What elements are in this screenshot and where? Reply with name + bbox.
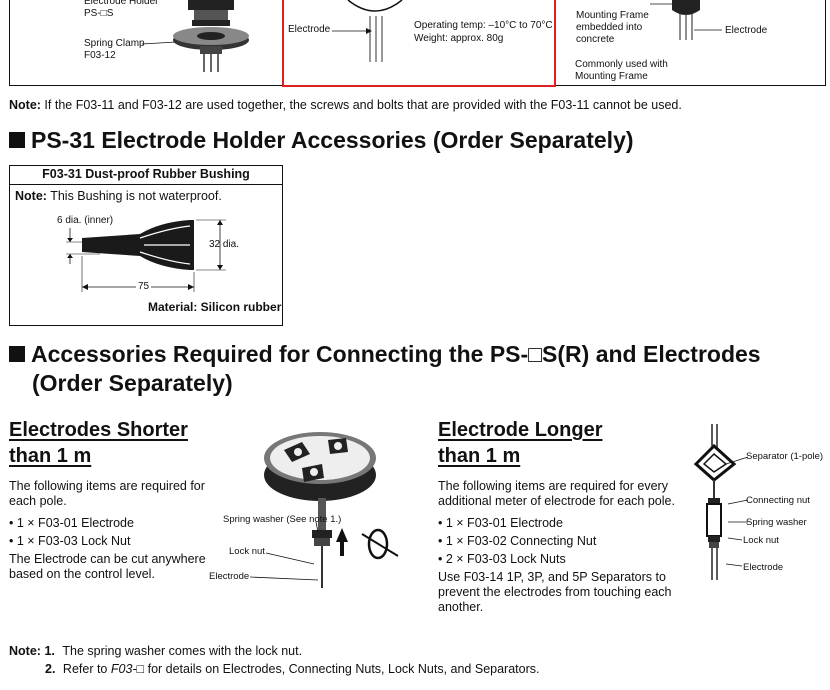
clamp-leader-line: [141, 41, 177, 45]
footnote-2-number: 2.: [45, 662, 56, 676]
note-text: If the F03-11 and F03-12 are used togeth…: [40, 98, 682, 112]
middle-highlight-box: [282, 0, 556, 87]
footnote-2: 2. Refer to F03-□ for details on Electro…: [9, 662, 824, 677]
footnote-2-post: for details on Electrodes, Connecting Nu…: [144, 662, 540, 676]
mounting-frame-line3: concrete: [576, 34, 615, 45]
fig-lock-nut-label: Lock nut: [229, 546, 265, 557]
electrode-holder-illustration: [173, 0, 249, 72]
bushing-note-prefix: Note:: [15, 189, 47, 203]
footnotes: Note: 1. The spring washer comes with th…: [9, 644, 824, 677]
clamp-label-line1: Spring Clamp: [84, 38, 145, 49]
footnote-2-pre: Refer to: [62, 662, 111, 676]
longer-column: Electrode Longer than 1 m The following …: [438, 417, 688, 615]
longer-illustration: [693, 424, 737, 580]
dim-length-label: 75: [136, 281, 152, 293]
shorter-item: 1 × F03-03 Lock Nut: [9, 532, 209, 550]
dim-inner-label: 6 dia. (inner): [57, 215, 114, 226]
holder-label: Electrode Holder PS-□S: [84, 0, 158, 20]
dim-outer-label: 32 dia.: [209, 239, 240, 250]
shorter-column: Electrodes Shorter than 1 m The followin…: [9, 417, 209, 582]
shorter-footer: The Electrode can be cut anywhere based …: [9, 552, 206, 581]
f03-11-note: Note: If the F03-11 and F03-12 are used …: [9, 98, 824, 113]
bushing-material: Material: Silicon rubber: [148, 300, 282, 314]
clamp-label-line2: F03-12: [84, 50, 116, 61]
bushing-drawing: [66, 219, 226, 292]
mounting-frame-illustration: [650, 0, 722, 40]
middle-electrode-label: Electrode: [288, 24, 331, 35]
holder-label-line1: Electrode Holder: [84, 0, 159, 7]
bushing-title-row: F03-31 Dust-proof Rubber Bushing: [9, 165, 283, 185]
mounting-frame-line1: Mounting Frame: [576, 10, 649, 21]
bushing-box: [9, 165, 283, 326]
right-electrode-label: Electrode: [725, 25, 768, 36]
footnote-label: Note:: [9, 644, 41, 658]
note-prefix: Note:: [9, 98, 41, 112]
shorter-title-line1: Electrodes Shorter: [9, 419, 188, 441]
fig-longer-spring-washer-label: Spring washer: [746, 517, 807, 528]
longer-footer: Use F03-14 1P, 3P, and 5P Separators to …: [438, 570, 672, 614]
longer-title-line1: Electrode Longer: [438, 419, 603, 441]
section2-heading-line1: Accessories Required for Connecting the …: [31, 341, 761, 367]
bushing-title: F03-31 Dust-proof Rubber Bushing: [42, 167, 250, 181]
bushing-note-text: This Bushing is not waterproof.: [46, 189, 222, 203]
section-heading-text: PS-31 Electrode Holder Accessories (Orde…: [31, 127, 634, 153]
fig-connecting-nut-label: Connecting nut: [746, 495, 810, 506]
fig-longer-lock-nut-label: Lock nut: [743, 535, 779, 546]
middle-electrode-arrow: [332, 28, 372, 34]
footnote-1-text: The spring washer comes with the lock nu…: [62, 644, 303, 658]
longer-intro: The following items are required for eve…: [438, 479, 675, 508]
holder-label-line2: PS-□S: [84, 8, 114, 19]
longer-item: 1 × F03-01 Electrode: [438, 514, 688, 532]
shorter-title-line2: than 1 m: [9, 445, 92, 467]
weight-text: Weight: approx. 80g: [414, 33, 504, 44]
fig-longer-electrode-label: Electrode: [743, 562, 784, 573]
section-heading-accessories: Accessories Required for Connecting the …: [9, 340, 824, 398]
longer-item: 1 × F03-02 Connecting Nut: [438, 532, 688, 550]
longer-leader-lines: [725, 456, 749, 567]
longer-item: 2 × F03-03 Lock Nuts: [438, 550, 688, 568]
section-heading-ps31: PS-31 Electrode Holder Accessories (Orde…: [9, 126, 824, 155]
footnote-1: Note: 1. The spring washer comes with th…: [9, 644, 824, 659]
shorter-leader-lines: [250, 521, 319, 581]
fig-separator-label: Separator (1-pole): [746, 451, 824, 462]
common-label-line1: Commonly used with: [575, 59, 668, 70]
electrode-illustration-middle: [347, 0, 403, 62]
common-label: Commonly used with Mounting Frame: [575, 59, 668, 83]
footnote-2-ref: F03-□: [110, 662, 145, 676]
operating-temp-text: Operating temp: –10°C to 70°C: [414, 20, 553, 31]
fig-electrode-label: Electrode: [209, 571, 250, 582]
longer-title-line2: than 1 m: [438, 445, 521, 467]
longer-items: 1 × F03-01 Electrode 1 × F03-02 Connecti…: [438, 514, 688, 568]
bushing-note: Note: This Bushing is not waterproof.: [15, 189, 222, 204]
footnote-1-number: 1.: [44, 644, 55, 658]
heading-square-bullet: [9, 131, 25, 148]
shorter-intro: The following items are required for eac…: [9, 479, 205, 508]
mounting-frame-label: Mounting Frame embedded into concrete: [576, 10, 649, 46]
shorter-item: 1 × F03-01 Electrode: [9, 514, 209, 532]
mounting-frame-line2: embedded into: [576, 22, 643, 33]
fig-spring-washer-label: Spring washer (See note 1.): [223, 514, 342, 525]
heading-square-bullet-2: [9, 345, 25, 362]
clamp-label: Spring Clamp F03-12: [84, 38, 145, 62]
section2-heading-line2: (Order Separately): [32, 370, 233, 396]
shorter-illustration: [264, 432, 399, 588]
common-label-line2: Mounting Frame: [575, 71, 648, 82]
shorter-items: 1 × F03-01 Electrode 1 × F03-03 Lock Nut: [9, 514, 209, 550]
